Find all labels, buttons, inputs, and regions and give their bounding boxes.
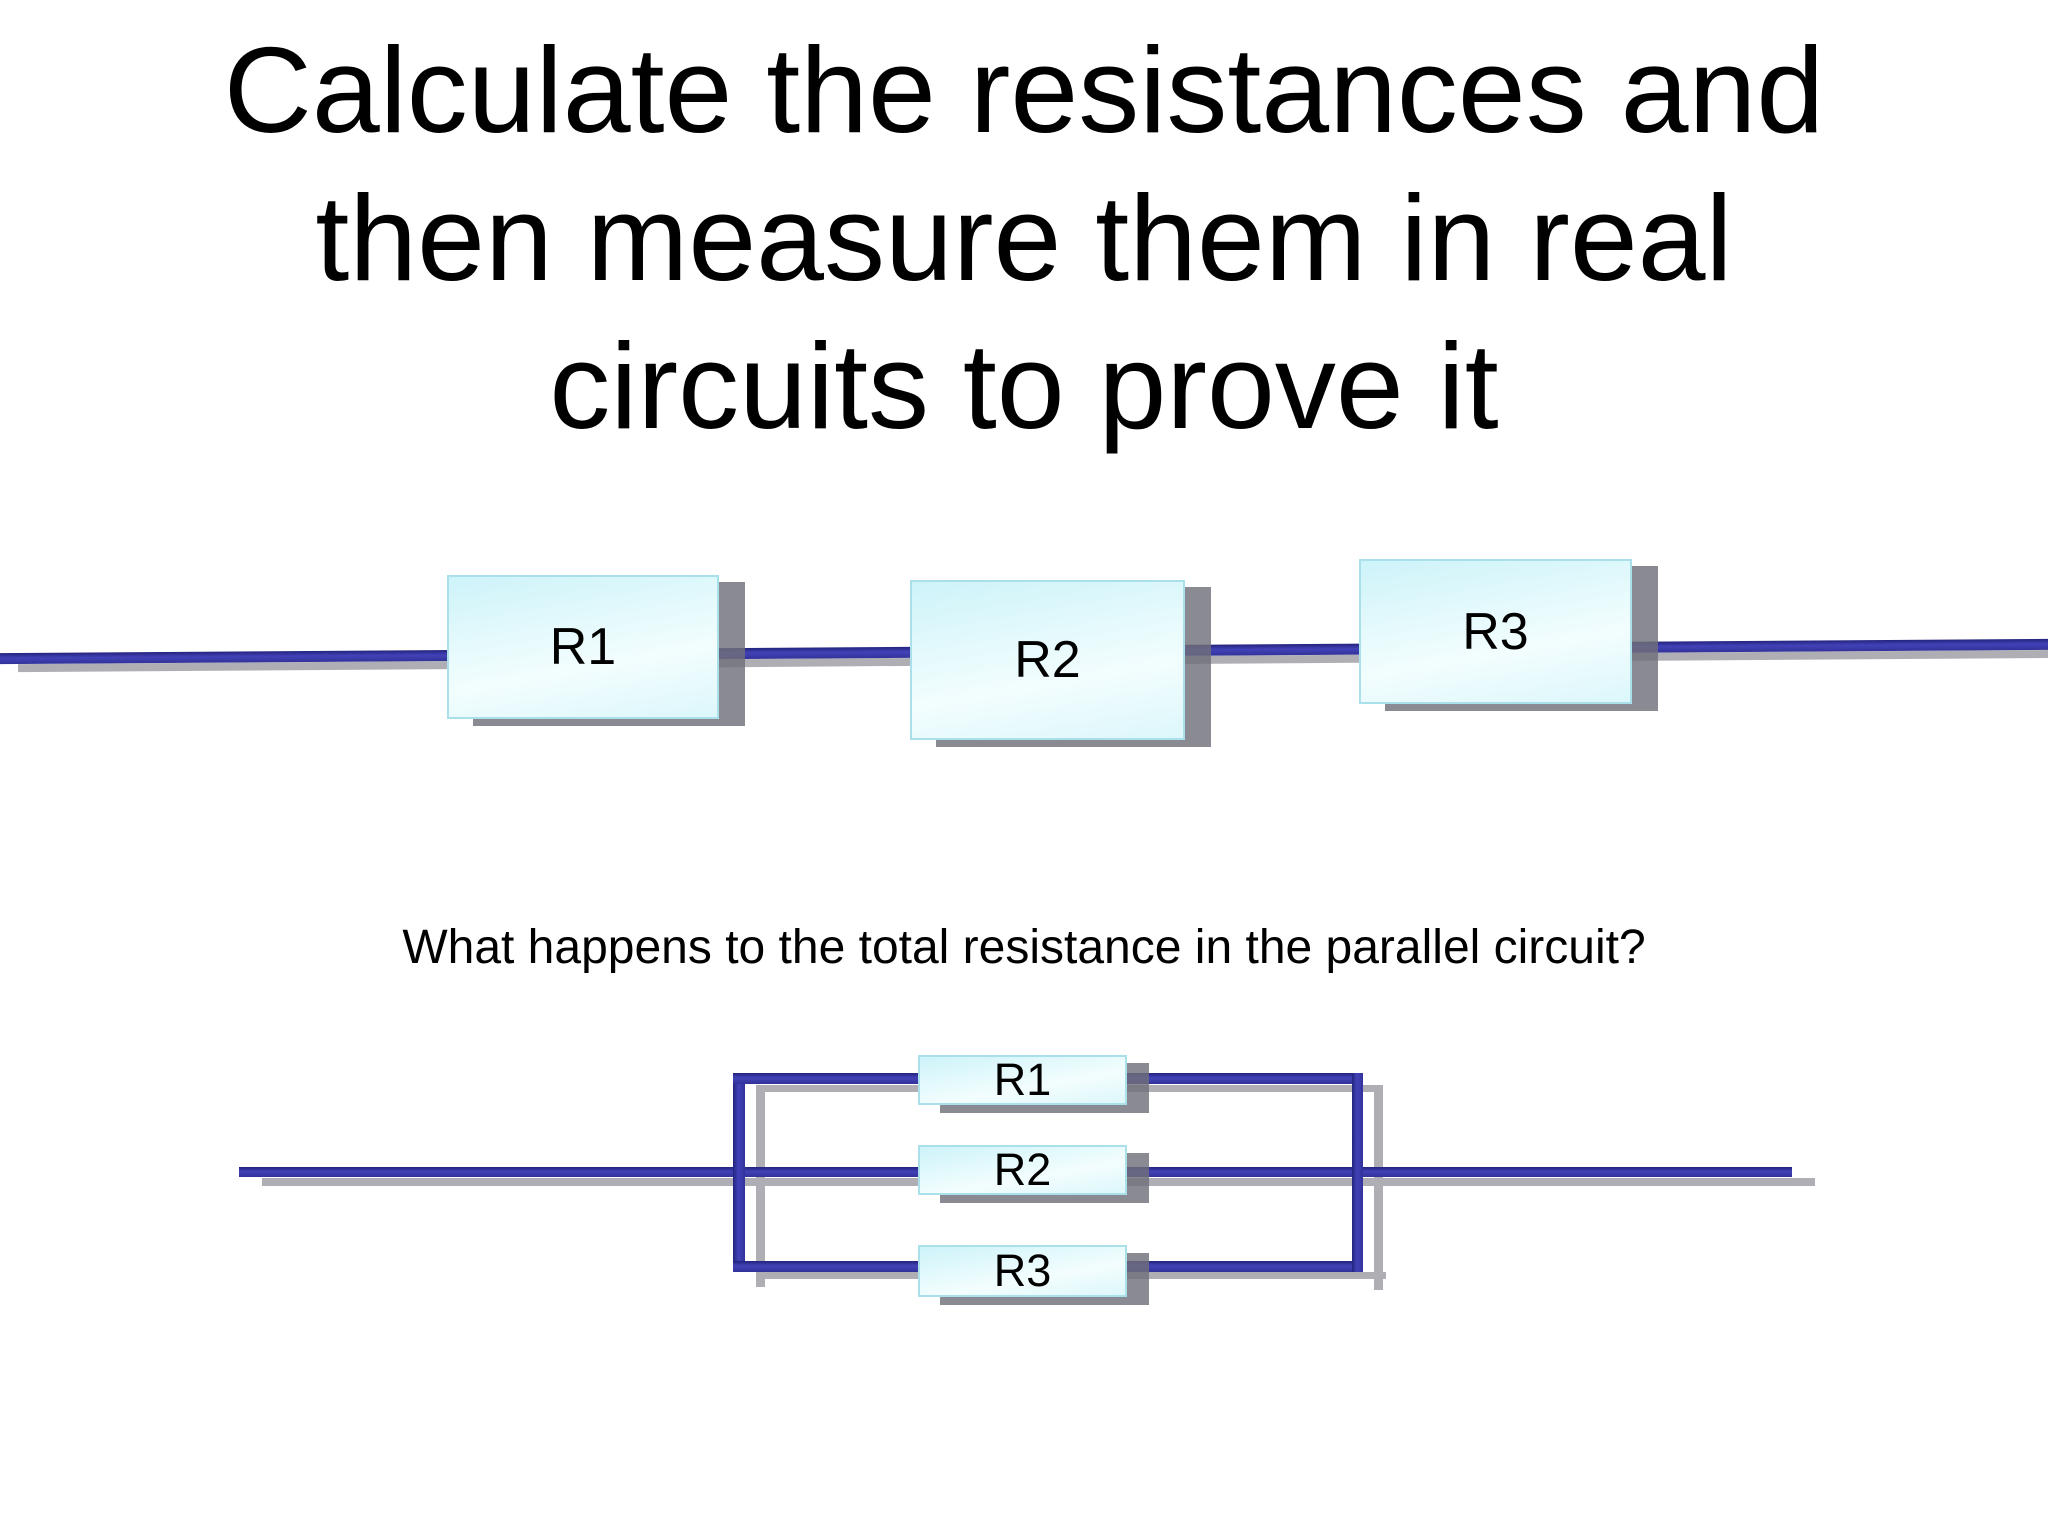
series-resistor-r3-label: R3 bbox=[1462, 602, 1529, 661]
parallel-left-bar bbox=[733, 1073, 745, 1272]
title-line-1: Calculate the resistances and bbox=[223, 22, 1825, 158]
parallel-resistor-r2: R2 bbox=[918, 1144, 1127, 1195]
parallel-resistor-r2-label: R2 bbox=[993, 1144, 1052, 1195]
parallel-resistor-r3-label: R3 bbox=[993, 1245, 1052, 1296]
series-resistor-r1: R1 bbox=[447, 575, 719, 719]
series-resistor-r3: R3 bbox=[1359, 559, 1632, 704]
parallel-resistor-r3: R3 bbox=[918, 1245, 1127, 1297]
slide-title: Calculate the resistances and then measu… bbox=[0, 16, 2048, 460]
parallel-right-bar-shadow bbox=[1374, 1085, 1383, 1290]
question-text: What happens to the total resistance in … bbox=[402, 921, 1646, 974]
parallel-resistor-r1-label: R1 bbox=[993, 1054, 1052, 1105]
parallel-resistor-r1: R1 bbox=[918, 1054, 1127, 1105]
parallel-left-bar-shadow bbox=[756, 1085, 765, 1287]
title-line-3: circuits to prove it bbox=[549, 318, 1499, 454]
series-resistor-r1-label: R1 bbox=[549, 618, 617, 676]
series-resistor-r2-label: R2 bbox=[1014, 631, 1081, 689]
series-resistor-r2: R2 bbox=[910, 580, 1185, 740]
title-line-2: then measure them in real bbox=[315, 170, 1733, 306]
parallel-right-bar bbox=[1352, 1073, 1363, 1272]
